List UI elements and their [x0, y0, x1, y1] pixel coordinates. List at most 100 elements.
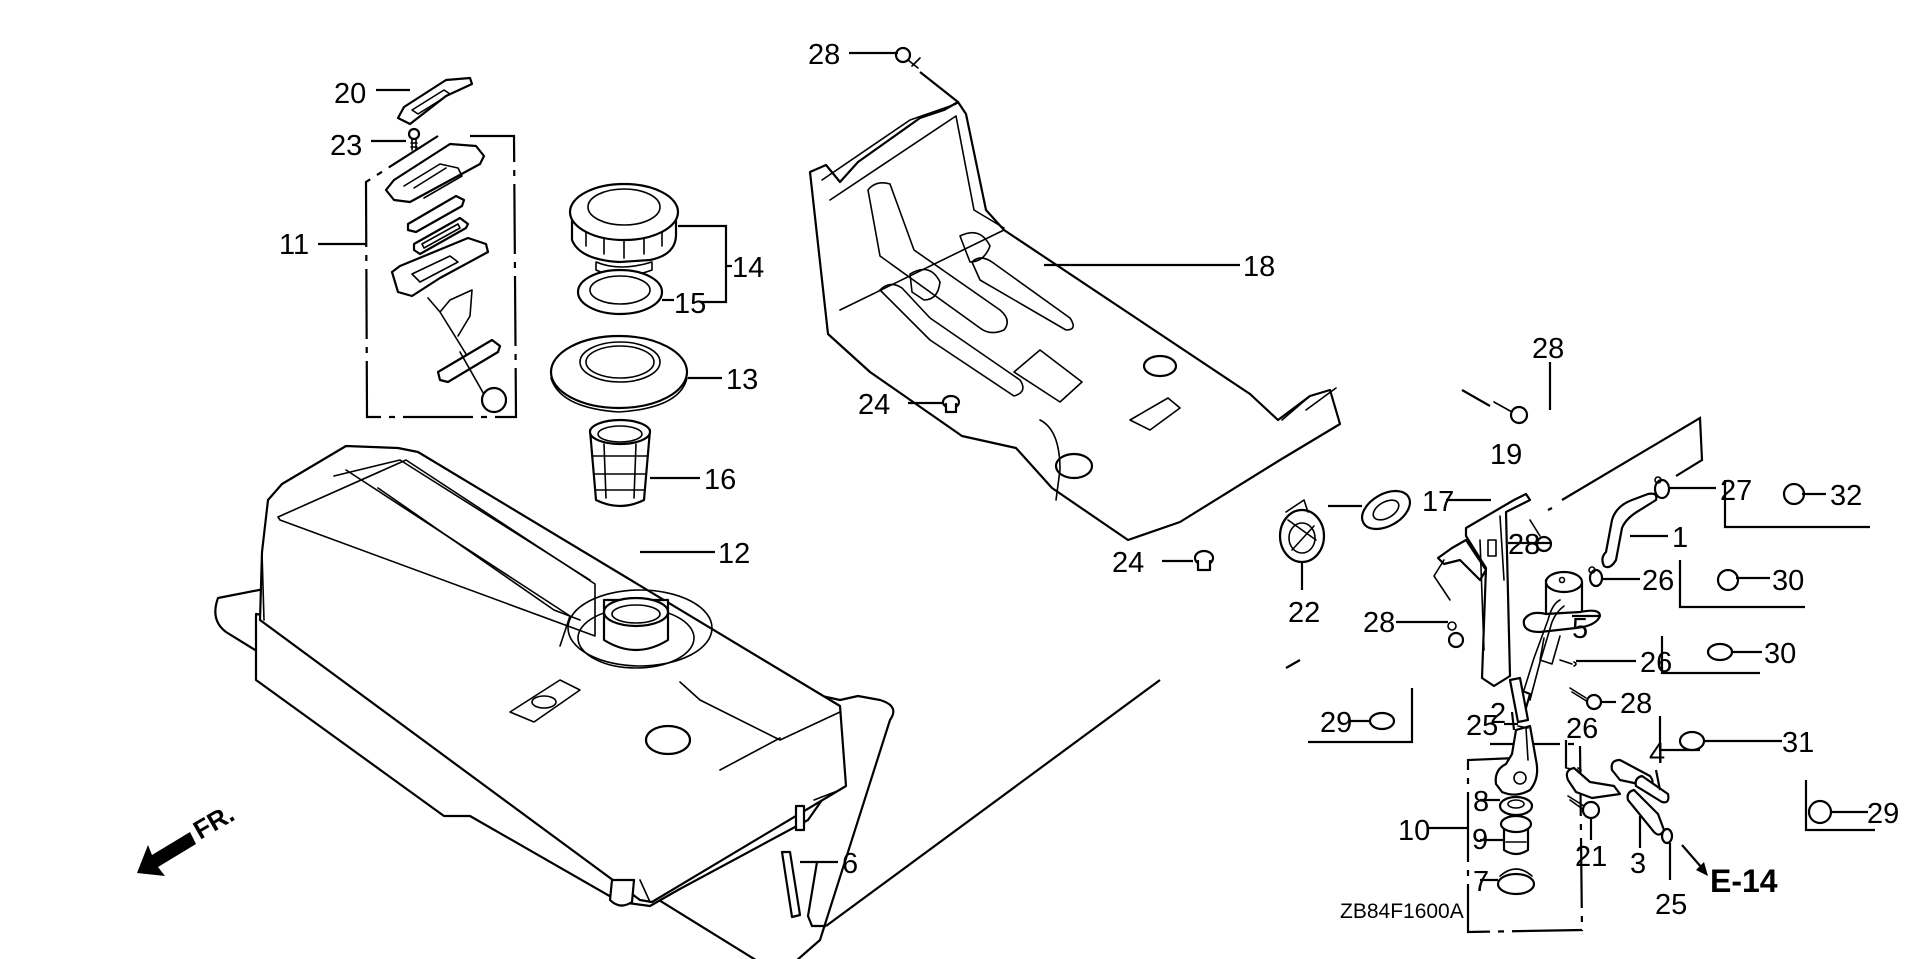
callout-20[interactable]: 20	[334, 78, 366, 110]
callout-28-top[interactable]: 28	[808, 39, 840, 71]
screw-part[interactable]	[407, 127, 421, 141]
inset-31	[1658, 716, 1706, 752]
bolt-28-lower[interactable]	[1569, 687, 1603, 711]
callout-29-a[interactable]: 29	[1320, 707, 1352, 739]
callout-25-b[interactable]: 25	[1655, 889, 1687, 921]
callout-26-c[interactable]: 26	[1566, 713, 1598, 745]
hose-4[interactable]	[1634, 774, 1670, 804]
tube-2[interactable]	[1508, 676, 1530, 724]
callout-7[interactable]: 7	[1473, 866, 1489, 898]
clip-22[interactable]	[1278, 499, 1326, 564]
callout-25-a[interactable]: 25	[1466, 710, 1498, 742]
callout-10[interactable]: 10	[1398, 815, 1430, 847]
e14-arrow	[1681, 844, 1703, 869]
fuel-valve-10[interactable]	[1494, 724, 1539, 796]
callout-24-b[interactable]: 24	[1112, 547, 1144, 579]
gauge-cover-part[interactable]	[396, 76, 474, 126]
gasket-8[interactable]	[1498, 795, 1534, 817]
callout-12[interactable]: 12	[718, 538, 750, 570]
clip-29-a-icon[interactable]	[1368, 711, 1396, 731]
filter-cup-9[interactable]	[1499, 814, 1533, 856]
callout-28-right[interactable]: 28	[1532, 333, 1564, 365]
assembly-bracket-10	[1466, 742, 1584, 934]
fuel-tube-1[interactable]	[1601, 492, 1658, 569]
inset-32	[1723, 480, 1870, 529]
grommet-24-a[interactable]	[941, 394, 961, 414]
callout-30-a[interactable]: 30	[1772, 565, 1804, 597]
clip-30-b-icon[interactable]	[1706, 642, 1734, 662]
callout-14[interactable]: 14	[732, 252, 764, 284]
cap-7[interactable]	[1496, 868, 1536, 896]
stud-bolt-part[interactable]	[780, 850, 802, 919]
clip-26-b[interactable]	[1559, 659, 1577, 667]
bolt-28-top[interactable]	[894, 46, 959, 103]
callout-26-b[interactable]: 26	[1640, 647, 1672, 679]
callout-28-low[interactable]: 28	[1620, 688, 1652, 720]
callout-1[interactable]: 1	[1672, 522, 1688, 554]
bolt-28-left[interactable]	[1447, 621, 1465, 649]
callout-13[interactable]: 13	[726, 364, 758, 396]
fuel-cap-group	[549, 182, 689, 508]
inset-30-b	[1660, 636, 1760, 675]
callout-28-left[interactable]: 28	[1363, 607, 1395, 639]
clip-32-icon[interactable]	[1782, 482, 1806, 506]
callout-8[interactable]: 8	[1473, 786, 1489, 818]
callout-21[interactable]: 21	[1575, 841, 1607, 873]
callout-22[interactable]: 22	[1288, 597, 1320, 629]
page-reference-e14[interactable]: E-14	[1710, 863, 1778, 899]
filler-seal-part[interactable]	[549, 334, 689, 410]
grommet-24-b[interactable]	[1193, 549, 1215, 572]
clip-31-icon[interactable]	[1678, 730, 1706, 752]
callout-9[interactable]: 9	[1472, 824, 1488, 856]
fuel-tank-part[interactable]	[258, 444, 848, 904]
callout-26-a[interactable]: 26	[1642, 565, 1674, 597]
clamp-25-a[interactable]	[1517, 725, 1529, 729]
gauge-plate-part[interactable]	[384, 142, 486, 204]
callout-11[interactable]: 11	[279, 229, 309, 261]
callout-19[interactable]: 19	[1490, 439, 1522, 471]
leader-lines	[318, 51, 1868, 882]
fuel-gauge-assembly-group	[364, 76, 518, 419]
reference-line-27	[1561, 416, 1704, 501]
callout-30-b[interactable]: 30	[1764, 638, 1796, 670]
callout-24-a[interactable]: 24	[858, 389, 890, 421]
clamp-25-b[interactable]	[1660, 827, 1674, 845]
callout-29-b[interactable]: 29	[1867, 798, 1899, 830]
tank-guard-group	[808, 100, 1342, 542]
clip-26-a[interactable]	[1588, 566, 1604, 588]
callout-6[interactable]: 6	[842, 848, 858, 880]
callout-5[interactable]: 5	[1572, 613, 1588, 645]
bracket-19[interactable]	[1433, 492, 1532, 688]
hose-3[interactable]	[1626, 788, 1666, 836]
callout-32[interactable]: 32	[1830, 480, 1862, 512]
front-direction-arrow: FR.	[137, 798, 239, 876]
callout-16[interactable]: 16	[704, 464, 736, 496]
callout-3[interactable]: 3	[1630, 848, 1646, 880]
reference-tick	[1285, 507, 1553, 669]
callout-23[interactable]: 23	[330, 130, 362, 162]
callout-labels: 20 23 11 14 15 13 16 12 6 28 18 24 24 28…	[279, 39, 1899, 921]
hose-3-elbow[interactable]	[1565, 766, 1622, 800]
gauge-gasket-part[interactable]	[406, 194, 466, 234]
clip-30-a-icon[interactable]	[1716, 568, 1740, 592]
gauge-seal-part[interactable]	[412, 216, 470, 256]
bolt-21[interactable]	[1567, 795, 1601, 820]
gauge-unit-part[interactable]	[390, 236, 490, 298]
cap-gasket-part[interactable]	[576, 268, 664, 316]
grommet-17[interactable]	[1355, 483, 1416, 537]
callout-2[interactable]: 2	[1490, 698, 1506, 730]
clamp-27[interactable]	[1653, 476, 1671, 500]
callout-4[interactable]: 4	[1649, 738, 1665, 770]
callout-27[interactable]: 27	[1720, 475, 1752, 507]
callout-31[interactable]: 31	[1782, 727, 1814, 759]
tank-guard-part[interactable]	[808, 100, 1342, 542]
callout-18[interactable]: 18	[1243, 251, 1275, 283]
front-direction-label: FR.	[188, 798, 239, 845]
callout-17[interactable]: 17	[1422, 486, 1454, 518]
callout-28-mid[interactable]: 28	[1508, 529, 1540, 561]
bolt-28-right[interactable]	[1461, 389, 1529, 425]
fuel-tank-group	[214, 444, 895, 959]
callout-15[interactable]: 15	[674, 288, 706, 320]
clip-29-b-icon[interactable]	[1807, 799, 1833, 825]
